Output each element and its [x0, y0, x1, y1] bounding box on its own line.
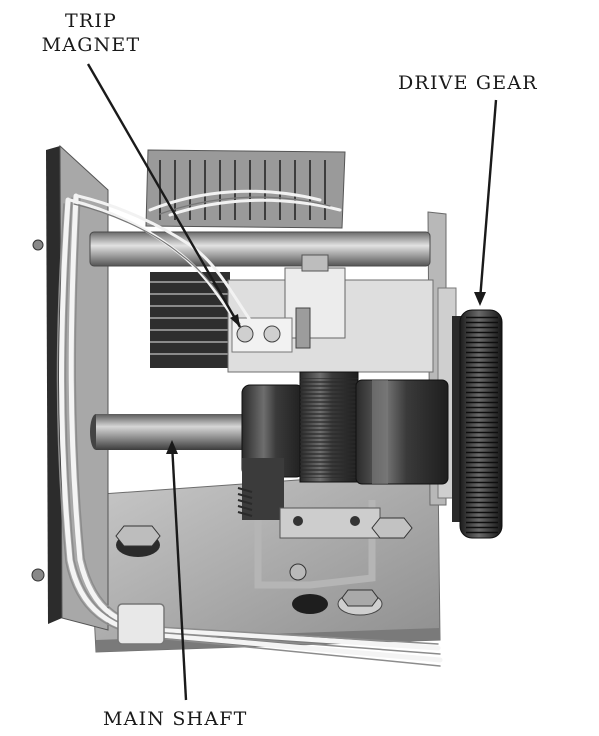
trip-magnet-label: TRIP MAGNET — [36, 9, 146, 57]
trip-linkage — [237, 458, 381, 589]
wire-harness — [56, 189, 443, 667]
main-shaft-label: MAIN SHAFT — [103, 708, 248, 730]
main-shaft-leader — [170, 443, 188, 701]
mounting-bolts — [115, 517, 413, 616]
clutch-assembly — [241, 371, 449, 485]
hex-nut-icon — [115, 525, 161, 557]
hex-nut-icon — [337, 589, 383, 616]
magnet-core-stack — [150, 272, 230, 368]
trip-magnet-label-line1: TRIP — [64, 10, 118, 32]
main-shaft-arrowhead — [166, 440, 178, 454]
trip-magnet-label-line2: MAGNET — [41, 34, 141, 56]
trip-magnet-housing — [227, 254, 434, 373]
screw-icon — [31, 568, 45, 582]
trip-magnet-leader — [86, 63, 242, 328]
hex-nut-icon — [371, 517, 413, 539]
callout-lines — [86, 63, 498, 701]
drive-gear — [452, 309, 503, 539]
trip-magnet-arrowhead — [230, 314, 240, 327]
screw-icon — [32, 239, 44, 251]
drive-gear-leader — [478, 99, 498, 301]
drive-gear-arrowhead — [474, 292, 486, 306]
main-shaft — [90, 414, 256, 450]
drive-gear-label: DRIVE GEAR — [398, 72, 538, 94]
upper-tie-rod — [89, 231, 431, 267]
